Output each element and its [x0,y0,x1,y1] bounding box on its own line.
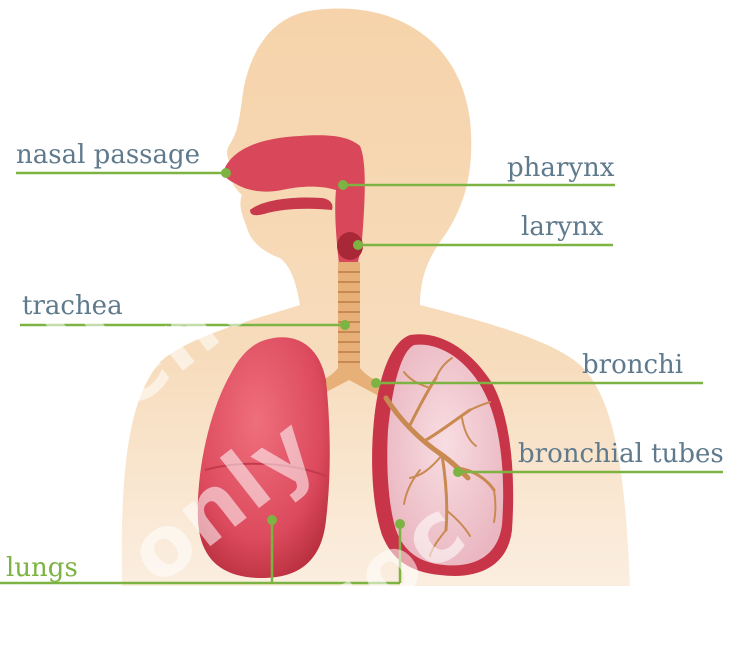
label-trachea: trachea [22,293,123,319]
label-pharynx: pharynx [507,155,614,181]
label-lungs: lungs [6,555,78,581]
label-larynx: larynx [521,214,603,240]
label-bronchi: bronchi [582,352,683,378]
label-nasal-passage: nasal passage [16,142,200,168]
respiratory-diagram: ning tent ont only soc nasal passage pha… [0,0,737,586]
label-bronchial-tubes: bronchial tubes [518,441,724,467]
trachea-shape [338,262,360,372]
